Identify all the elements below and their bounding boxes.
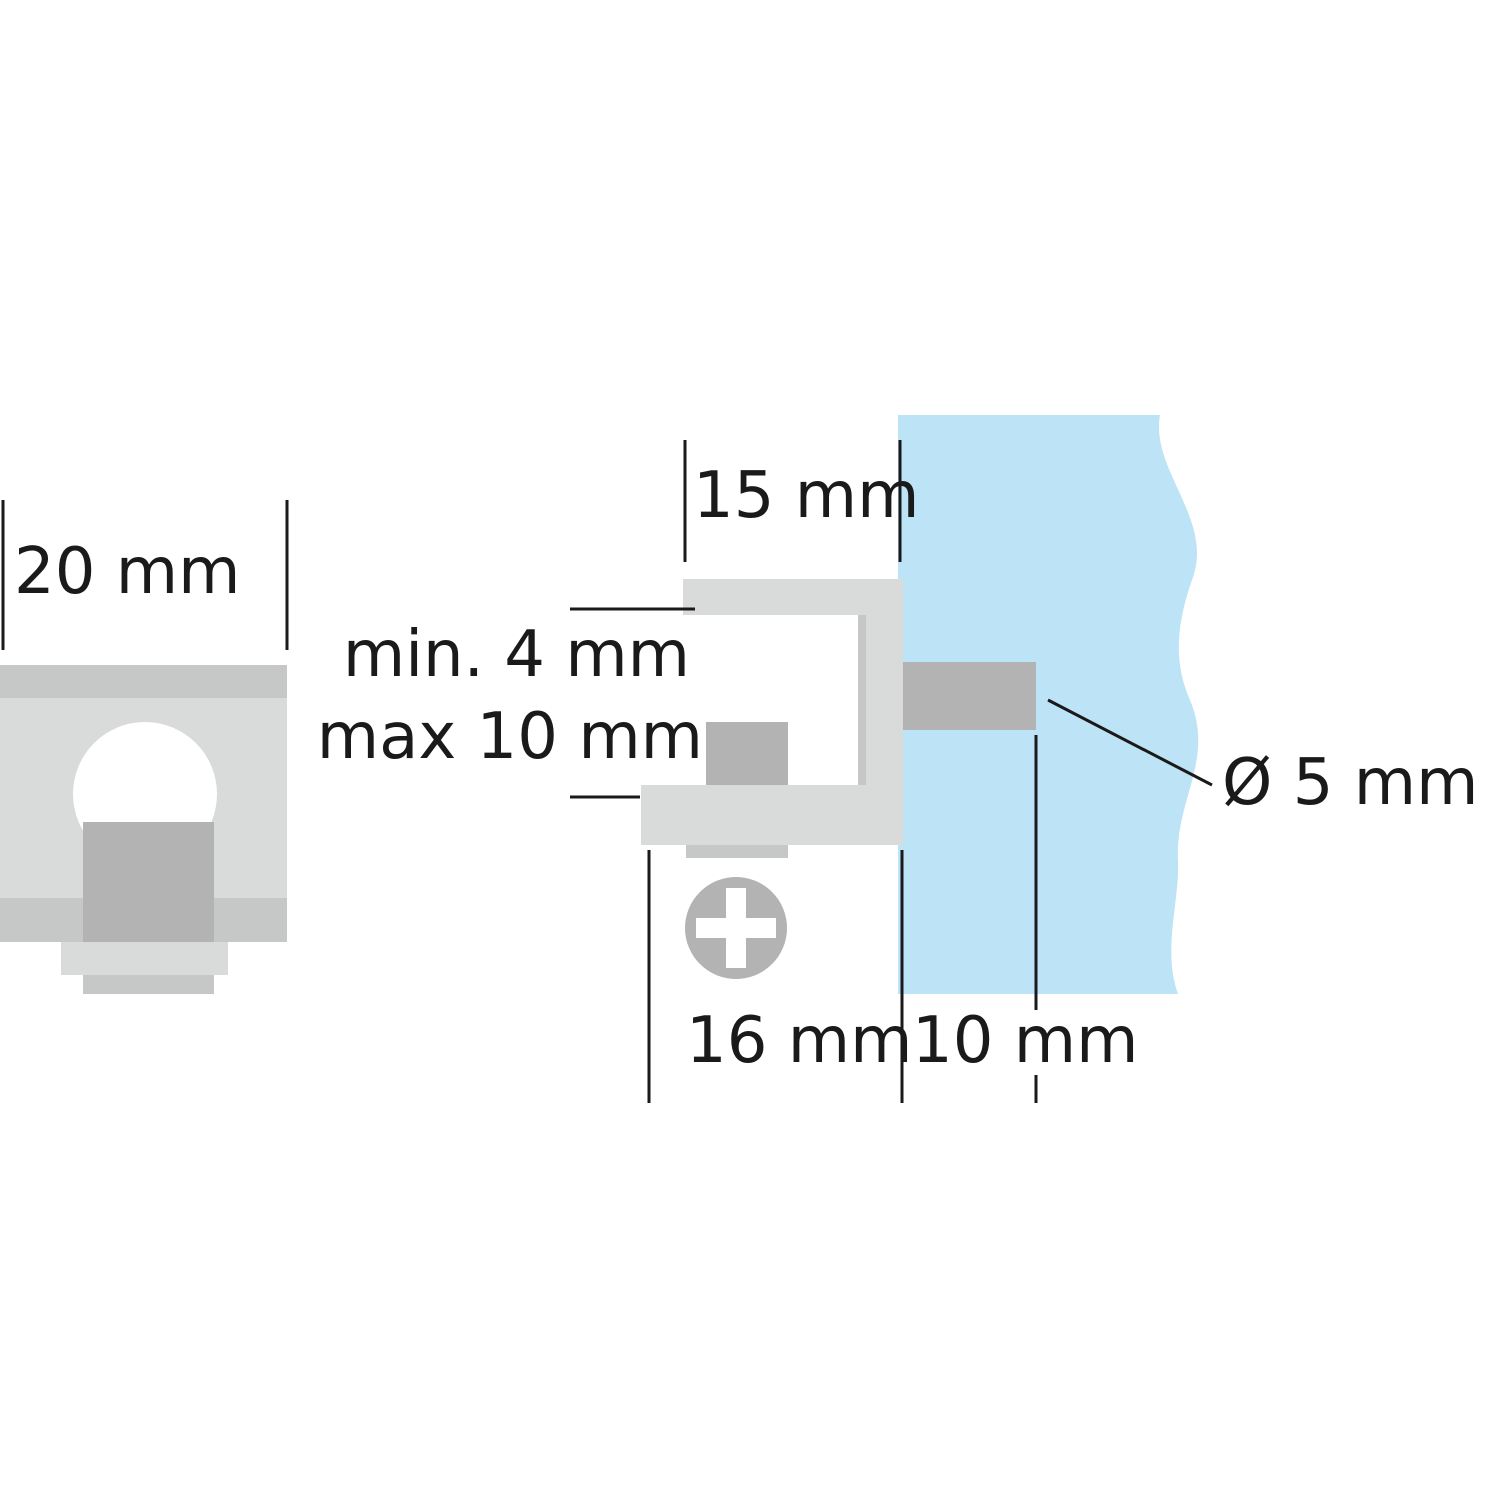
top-width-label: 15 mm [693, 459, 919, 533]
front-bracket-top-band [0, 665, 287, 698]
bracket-depth-label: 16 mm [686, 1004, 912, 1078]
thickness-min-label: min. 4 mm [343, 618, 690, 692]
side-bracket-inner-edge [858, 615, 866, 785]
glass-panel [898, 415, 1199, 994]
front-clamp-block [83, 822, 214, 942]
support-pin [900, 662, 1036, 730]
front-base-plate [61, 942, 228, 975]
pin-depth-label: 10 mm [912, 1004, 1138, 1078]
front-width-label: 20 mm [14, 535, 240, 609]
side-bracket [641, 579, 903, 845]
side-view: 15 mm min. 4 mm max 10 mm Ø 5 mm 16 mm 1… [317, 415, 1478, 1103]
front-view: 20 mm [0, 500, 289, 994]
side-screw-body [686, 842, 788, 858]
phillips-screw-head-icon [685, 877, 787, 979]
side-clamp-block [706, 722, 788, 792]
pin-diameter-label: Ø 5 mm [1222, 746, 1478, 820]
pin-diameter-leader [1047, 698, 1213, 787]
thickness-max-label: max 10 mm [317, 700, 703, 774]
front-screw-stub [83, 975, 214, 994]
